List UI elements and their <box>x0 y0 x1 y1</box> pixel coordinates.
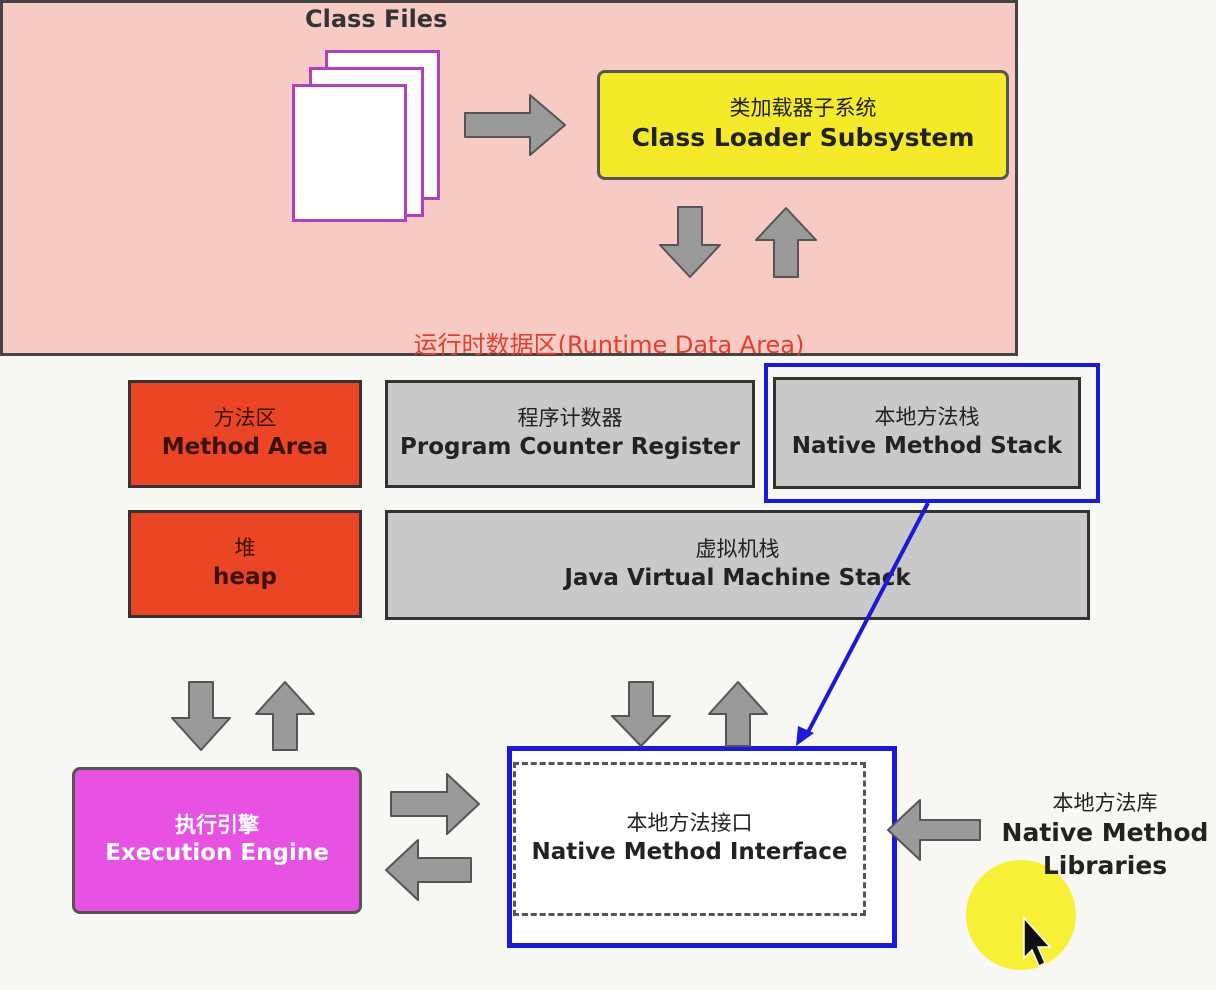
heap-zh: 堆 <box>234 536 256 561</box>
program-counter-register: 程序计数器 Program Counter Register <box>385 380 755 488</box>
native-stack-link-arrowhead <box>796 726 814 746</box>
native-libs-zh: 本地方法库 <box>1052 791 1158 815</box>
arrow-right-icon <box>464 94 566 156</box>
class-loader-en: Class Loader Subsystem <box>631 123 975 153</box>
execution-engine-zh: 执行引擎 <box>175 812 259 837</box>
jvm-stack-zh: 虚拟机栈 <box>695 537 780 562</box>
arrow-up-icon <box>255 681 315 751</box>
jvm-stack-en: Java Virtual Machine Stack <box>564 564 911 591</box>
execution-engine: 执行引擎 Execution Engine <box>72 767 362 914</box>
jvm-stack: 虚拟机栈 Java Virtual Machine Stack <box>385 510 1090 620</box>
native-stack-link-line <box>804 502 930 737</box>
arrow-down-icon <box>611 681 671 747</box>
arrow-up-icon <box>708 681 768 747</box>
heap: 堆 heap <box>128 510 362 618</box>
class-loader-subsystem: 类加载器子系统 Class Loader Subsystem <box>597 70 1009 180</box>
method-area: 方法区 Method Area <box>128 380 362 488</box>
native-stack-zh: 本地方法栈 <box>874 405 980 430</box>
pc-register-en: Program Counter Register <box>400 433 740 460</box>
execution-engine-en: Execution Engine <box>105 840 329 867</box>
native-libs-en-2: Libraries <box>1042 850 1168 880</box>
native-stack-highlight <box>764 363 1100 503</box>
class-loader-zh: 类加载器子系统 <box>729 96 877 121</box>
native-method-interface: 本地方法接口 Native Method Interface <box>513 762 866 916</box>
mouse-cursor-icon <box>1023 916 1052 968</box>
runtime-data-area-title: 运行时数据区(Runtime Data Area) <box>413 331 805 359</box>
class-file-page <box>292 84 407 222</box>
arrow-down-icon <box>659 206 721 278</box>
cursor-highlight <box>966 860 1076 970</box>
arrow-up-icon <box>755 207 817 278</box>
nmi-en: Native Method Interface <box>531 838 848 865</box>
native-stack-en: Native Method Stack <box>791 432 1063 459</box>
heap-en: heap <box>213 563 277 590</box>
native-method-libraries: 本地方法库 Native Method Libraries <box>1000 790 1210 882</box>
native-method-stack: 本地方法栈 Native Method Stack <box>773 377 1081 489</box>
pc-register-zh: 程序计数器 <box>517 406 623 431</box>
method-area-en: Method Area <box>161 433 329 460</box>
arrow-right-icon <box>390 773 480 835</box>
arrow-left-icon <box>385 839 472 901</box>
nmi-zh: 本地方法接口 <box>626 811 753 836</box>
native-libs-en-1: Native Method <box>1001 818 1209 848</box>
class-files-label: Class Files <box>305 5 448 33</box>
method-area-zh: 方法区 <box>213 406 277 431</box>
arrow-left-icon <box>887 799 981 861</box>
arrow-down-icon <box>171 681 231 751</box>
